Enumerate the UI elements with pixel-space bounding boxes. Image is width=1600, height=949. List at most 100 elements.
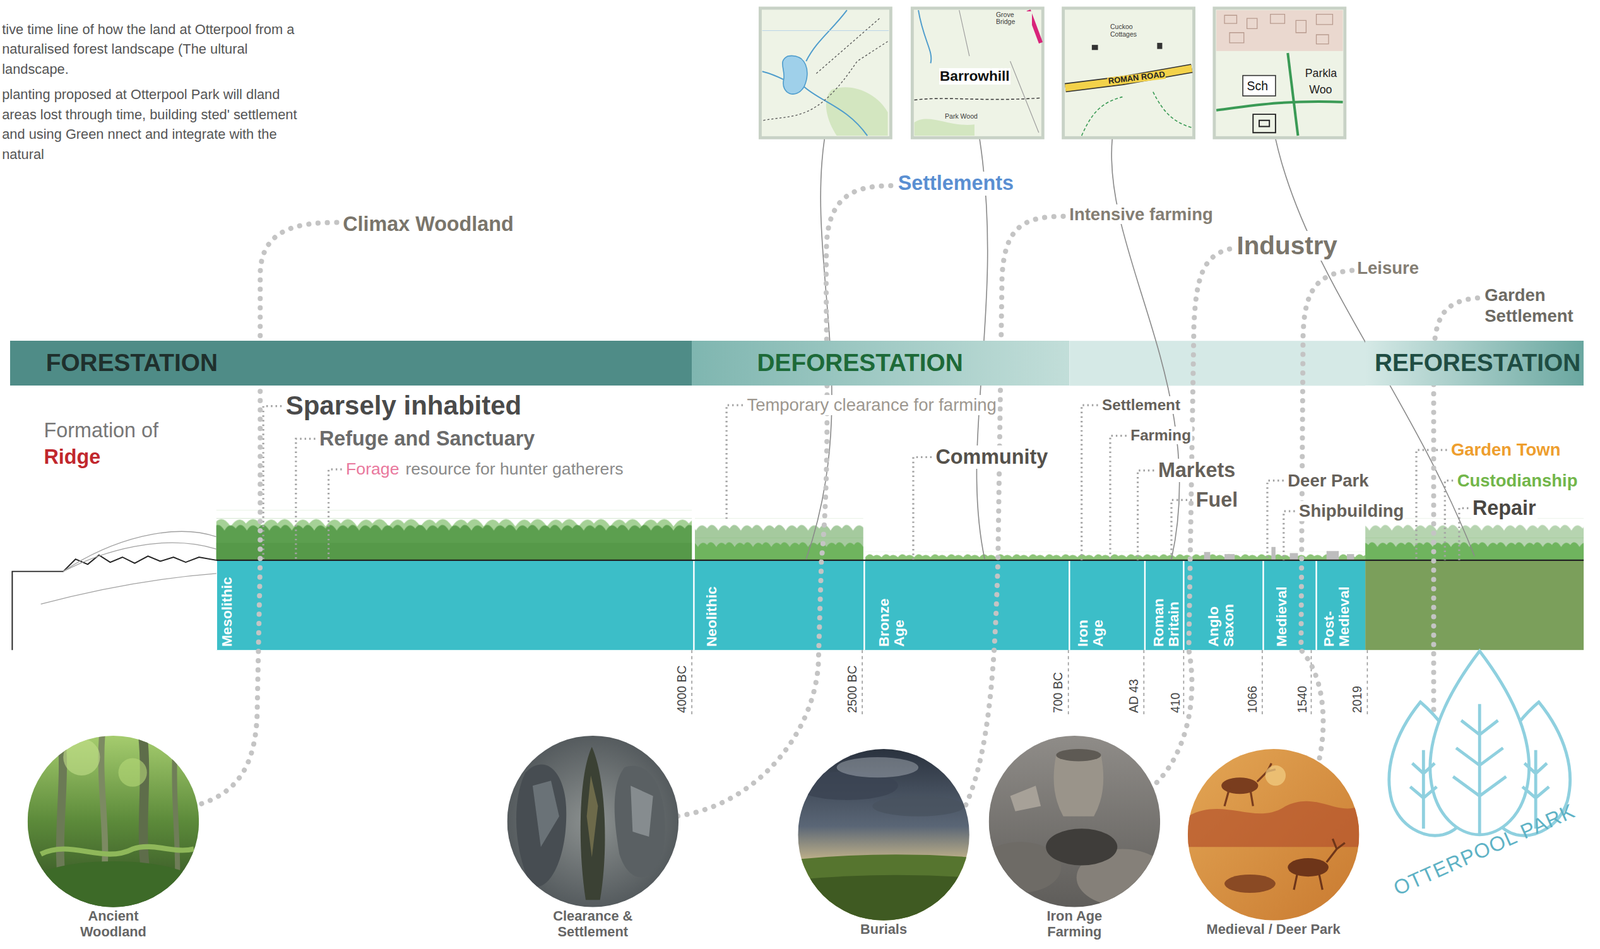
map-school-box — [1242, 75, 1276, 96]
period-name: Bronze Age — [876, 595, 907, 647]
map-path — [1081, 92, 1193, 137]
ridge-strata — [41, 573, 217, 605]
label-holder: Custodianship — [1456, 470, 1580, 492]
pot — [1054, 755, 1104, 817]
period-name: Iron Age — [1075, 605, 1106, 647]
use-label: Temporary clearance for farming — [745, 395, 998, 416]
animal — [1221, 777, 1258, 795]
map-building — [1091, 44, 1099, 50]
use-label: Markets — [1156, 458, 1237, 483]
map-woodland — [826, 87, 889, 136]
low-vegetation — [865, 552, 1366, 561]
label-holder: Markets — [1156, 458, 1237, 483]
leader-line — [328, 469, 343, 561]
leader-line — [1137, 470, 1155, 561]
label-holder: Farming — [1129, 426, 1193, 445]
leader-line — [263, 406, 282, 561]
text-holder: Medieval — [1274, 561, 1290, 647]
label-holder: 700 BC — [1050, 670, 1065, 715]
theme-line — [964, 216, 1064, 809]
theme-line — [193, 222, 337, 807]
text-holder: FORESTATION — [46, 350, 218, 376]
photo-ground — [1187, 749, 1360, 921]
label-holder: Sparsely inhabited — [284, 390, 524, 421]
period-band: Post-Medieval — [1316, 560, 1366, 651]
use-label: Community — [934, 445, 1050, 469]
logo-badge: OTTERPOOL PARK — [1382, 653, 1584, 909]
leader-line — [1444, 480, 1453, 561]
future-strip — [1365, 560, 1584, 651]
flint-blade — [516, 764, 567, 888]
paint-patch — [1265, 765, 1286, 786]
text-holder: Anglo Saxon — [1206, 595, 1237, 647]
ancient-woodland-photo — [21, 735, 206, 919]
leader-line — [1110, 436, 1127, 561]
period-band: Neolithic — [693, 560, 865, 651]
label-holder: 1540 — [1295, 684, 1310, 715]
ridge-outline — [11, 555, 216, 651]
field — [797, 875, 970, 921]
label-holder: Settlements — [896, 171, 1015, 196]
label-holder: Woo — [1308, 83, 1333, 96]
label-holder: 1066 — [1245, 684, 1260, 715]
use-label: resource for hunter gatherers — [403, 459, 625, 480]
label-holder: Industry — [1235, 231, 1339, 261]
period-name: Medieval — [1274, 561, 1290, 647]
era-band: FORESTATION — [10, 340, 692, 386]
flint-facet — [630, 785, 654, 837]
flint-tools-photo — [507, 735, 680, 908]
map-label: Parkla — [1304, 66, 1338, 80]
cloud — [836, 757, 919, 778]
map-stream — [804, 86, 868, 136]
animal — [1287, 858, 1329, 877]
label-holder: Settlement — [1100, 396, 1182, 415]
map-label: Grove Bridge — [995, 11, 1032, 26]
image-caption: Iron Age Farming — [1021, 908, 1128, 940]
period-divider — [693, 560, 695, 651]
map-road-edge — [1065, 68, 1192, 88]
map-path — [816, 18, 880, 74]
period-band: Mesolithic — [216, 560, 695, 651]
image-circle: Clearance & Settlement — [507, 735, 680, 908]
label-holder: Fuel — [1194, 488, 1239, 512]
image-caption: Medieval / Deer Park — [1171, 922, 1376, 938]
period-divider — [1144, 560, 1146, 651]
map-frame — [1063, 8, 1195, 138]
logo-leaf — [1430, 651, 1530, 836]
period-divider — [1262, 560, 1264, 651]
period-band: Roman Britain — [1144, 560, 1184, 651]
label-holder: resource for hunter gatherers — [403, 459, 625, 480]
date-label: 2500 BC — [845, 663, 860, 714]
period-divider — [693, 512, 695, 561]
leaves — [118, 758, 148, 788]
logo-wordmark: OTTERPOOL PARK — [1390, 799, 1579, 901]
period-band: Medieval — [1262, 560, 1316, 651]
building-silhouette — [1346, 554, 1354, 561]
label-holder: 2500 BC — [845, 663, 860, 714]
map-school — [1252, 114, 1276, 133]
building-silhouette — [1326, 551, 1339, 561]
label-holder: Park Wood — [944, 112, 979, 120]
label-holder: Intensive farming — [1067, 204, 1214, 225]
flint-blade — [580, 747, 606, 901]
date-label: 410 — [1168, 691, 1183, 714]
map-thumbnail — [759, 8, 1345, 138]
era-title: DEFORESTATION — [757, 350, 964, 376]
map-road — [1287, 53, 1298, 136]
map-grid — [762, 30, 889, 31]
period-band: Anglo Saxon — [1183, 560, 1263, 651]
label-holder: Cuckoo Cottages — [1109, 23, 1151, 38]
building-silhouette — [1204, 552, 1211, 561]
logo-tree — [1452, 704, 1506, 836]
ridge-label: Ridge — [42, 445, 103, 469]
new-woodland — [1365, 518, 1584, 561]
new-woodland — [1365, 537, 1584, 561]
era-bar-segment — [1069, 340, 1366, 386]
animal-legs — [1293, 838, 1346, 890]
label-holder: Garden Town — [1449, 439, 1562, 461]
map-path — [914, 97, 1041, 100]
period-band: Bronze Age — [864, 560, 1070, 651]
text-holder: Ancient Woodland — [59, 908, 166, 940]
roots — [41, 847, 195, 855]
period-name: Post-Medieval — [1321, 575, 1352, 647]
